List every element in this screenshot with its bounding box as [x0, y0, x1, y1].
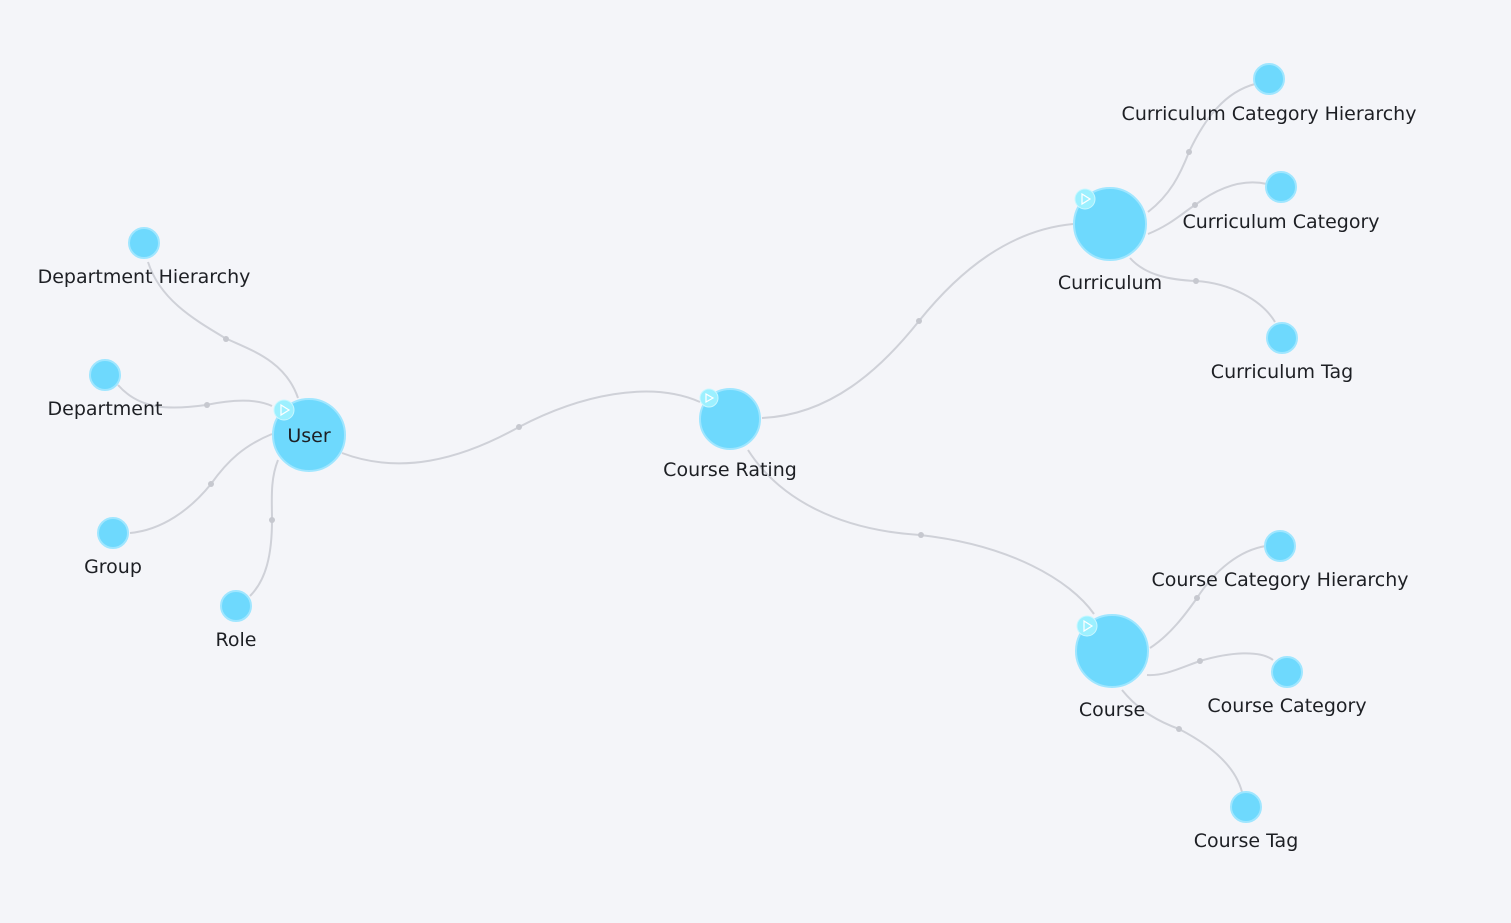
node-user[interactable]: User	[272, 398, 346, 472]
node-course-rating-label: Course Rating	[663, 459, 797, 481]
edge-course-category-hierarchy	[1149, 545, 1267, 649]
node-course-tag-circle[interactable]	[1230, 791, 1262, 823]
node-course-tag[interactable]: Course Tag	[1194, 791, 1299, 852]
edge-midpoint-dot	[223, 336, 229, 342]
node-curriculum-category-hierarchy-circle[interactable]	[1253, 63, 1285, 95]
node-course-label: Course	[1079, 699, 1145, 721]
node-curriculum-category[interactable]: Curriculum Category	[1182, 171, 1380, 233]
node-curriculum-tag-label: Curriculum Tag	[1211, 361, 1353, 383]
edges	[117, 83, 1276, 793]
edge-midpoint-dot	[1193, 278, 1199, 284]
node-course-category-label: Course Category	[1207, 695, 1366, 717]
node-curriculum-tag[interactable]: Curriculum Tag	[1211, 322, 1353, 383]
play-icon	[705, 392, 715, 404]
node-department-hierarchy[interactable]: Department Hierarchy	[38, 227, 251, 288]
edge-course-category	[1146, 652, 1274, 677]
edge-midpoint-dot	[1192, 202, 1198, 208]
expand-icon[interactable]	[1074, 188, 1096, 210]
play-icon	[1083, 619, 1094, 633]
edge-midpoint-dot	[918, 532, 924, 538]
node-user-label: User	[287, 425, 330, 447]
edge-midpoint-dot	[516, 424, 522, 430]
edge-midpoint-dot	[916, 318, 922, 324]
node-course-category[interactable]: Course Category	[1207, 656, 1367, 717]
node-role[interactable]: Role	[216, 590, 257, 651]
nodes: User Department Hierarchy Department Gro…	[38, 63, 1417, 852]
node-department-hierarchy-label: Department Hierarchy	[38, 266, 251, 288]
edge-midpoint-dot	[204, 402, 210, 408]
node-department-hierarchy-circle[interactable]	[128, 227, 160, 259]
edge-midpoint-dot	[269, 517, 275, 523]
node-course-category-hierarchy-label: Course Category Hierarchy	[1151, 569, 1408, 591]
edge-user-group	[129, 433, 273, 534]
node-course-category-hierarchy-circle[interactable]	[1264, 530, 1296, 562]
node-curriculum-category-hierarchy-label: Curriculum Category Hierarchy	[1122, 103, 1417, 125]
edge-midpoint-dot	[1197, 658, 1203, 664]
node-curriculum[interactable]: Curriculum	[1058, 187, 1162, 294]
edge-midpoint-dot	[1176, 726, 1182, 732]
node-course-category-circle[interactable]	[1271, 656, 1303, 688]
play-icon	[280, 403, 291, 417]
node-department-circle[interactable]	[89, 359, 121, 391]
expand-icon[interactable]	[1076, 615, 1098, 637]
edge-midpoint-dot	[1186, 149, 1192, 155]
node-course-tag-label: Course Tag	[1194, 830, 1299, 852]
node-department-label: Department	[48, 398, 163, 420]
node-group-circle[interactable]	[97, 517, 129, 549]
node-group[interactable]: Group	[84, 517, 142, 578]
node-curriculum-tag-circle[interactable]	[1266, 322, 1298, 354]
node-course-rating[interactable]: Course Rating	[663, 388, 797, 481]
node-role-circle[interactable]	[220, 590, 252, 622]
play-icon	[1081, 192, 1092, 206]
expand-icon[interactable]	[699, 388, 719, 408]
expand-icon[interactable]	[273, 399, 295, 421]
node-curriculum-category-label: Curriculum Category	[1182, 211, 1379, 233]
node-group-label: Group	[84, 556, 142, 578]
node-curriculum-category-circle[interactable]	[1265, 171, 1297, 203]
node-curriculum-label: Curriculum	[1058, 272, 1162, 294]
edge-user-role	[249, 459, 279, 597]
node-curriculum-category-hierarchy[interactable]: Curriculum Category Hierarchy	[1122, 63, 1417, 125]
edge-midpoint-dot	[208, 481, 214, 487]
node-department[interactable]: Department	[48, 359, 163, 420]
node-course[interactable]: Course	[1075, 614, 1149, 721]
edge-midpoint-dot	[1194, 595, 1200, 601]
node-course-category-hierarchy[interactable]: Course Category Hierarchy	[1151, 530, 1409, 591]
node-role-label: Role	[216, 629, 257, 651]
